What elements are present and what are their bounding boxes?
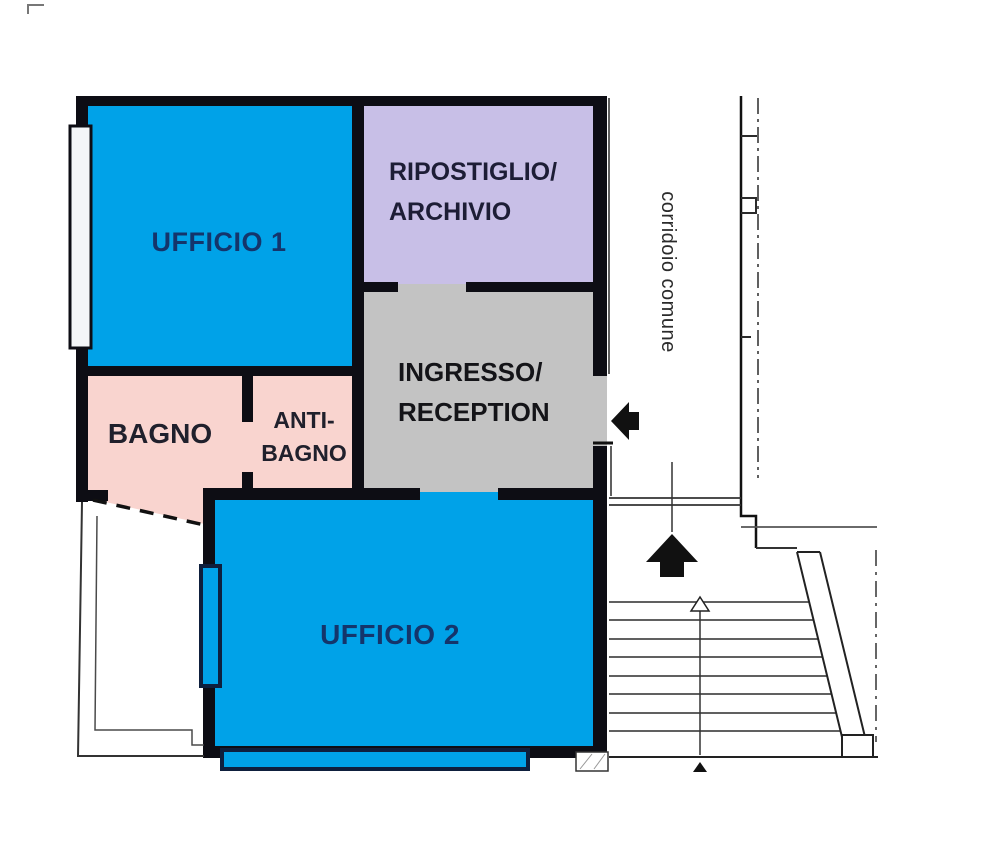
corridor-label: corridoio comune	[657, 191, 679, 353]
wall-ingresso-bottom-right	[498, 488, 607, 500]
wall-left-stub	[76, 490, 108, 501]
room-label-ingresso: INGRESSO/ RECEPTION	[398, 352, 550, 432]
wall-ripostiglio-bottom-left	[352, 282, 398, 292]
wall-top	[76, 96, 607, 106]
room-bagno-antibagno-floor	[82, 370, 364, 494]
wall-bagno-partition-upper	[242, 370, 253, 422]
room-ingresso-floor	[357, 284, 607, 494]
room-ripostiglio-floor	[357, 100, 602, 292]
railing-newel-post	[841, 734, 874, 758]
corridor-wall-bracket	[741, 197, 757, 214]
wall-ripostiglio-bottom-right	[466, 282, 607, 292]
room-label-antibagno-line2: BAGNO	[261, 440, 347, 466]
room-label-ingresso-line2: RECEPTION	[398, 397, 550, 427]
room-label-ufficio-1: UFFICIO 1	[151, 227, 287, 257]
thin-details	[27, 4, 878, 772]
room-label-ripostiglio-line1: RIPOSTIGLIO/	[389, 158, 558, 186]
wall-divider-vertical	[352, 96, 364, 494]
balcony-outline-outer	[76, 501, 204, 757]
exterior-step	[575, 751, 609, 772]
balcony-outline-inner	[94, 515, 204, 746]
room-label-ripostiglio: RIPOSTIGLIO/ ARCHIVIO	[389, 152, 557, 232]
room-label-ufficio-2: UFFICIO 2	[320, 619, 460, 650]
stairs-railing	[796, 551, 866, 738]
wall-right-upper	[593, 96, 607, 376]
room-label-antibagno-line1: ANTI-	[273, 407, 335, 433]
wall-bathzone-bottom	[203, 488, 420, 500]
room-ufficio-2-floor	[208, 492, 604, 754]
stairs-up-arrow-icon	[646, 534, 698, 577]
wall-bagno-partition-stub	[242, 472, 253, 494]
exterior-step-hatch	[579, 753, 606, 770]
landing-lines	[609, 497, 741, 506]
bagno-floor-extension	[85, 492, 209, 525]
window-ufficio-2-bottom	[220, 748, 530, 771]
stairs-treads	[609, 601, 840, 732]
wall-ufficio1-bottom	[76, 366, 364, 376]
room-label-bagno: BAGNO	[107, 418, 213, 449]
walk-line-end-arrow-icon	[693, 762, 707, 772]
wall-right-lower	[593, 446, 607, 762]
window-ufficio-2-left	[199, 564, 222, 688]
walk-line-start-arrow-icon	[689, 595, 711, 612]
scan-artifact	[27, 4, 44, 14]
corridor-wall	[739, 96, 758, 548]
dashed-door-swing	[92, 498, 210, 528]
room-label-ripostiglio-line2: ARCHIVIO	[389, 198, 512, 226]
entrance-arrow-icon	[611, 402, 639, 440]
room-label-ingresso-line1: INGRESSO/	[398, 357, 543, 387]
window-ufficio-1	[68, 124, 93, 350]
room-ufficio-1-floor	[85, 100, 357, 376]
room-label-antibagno: ANTI- BAGNO	[254, 404, 354, 470]
